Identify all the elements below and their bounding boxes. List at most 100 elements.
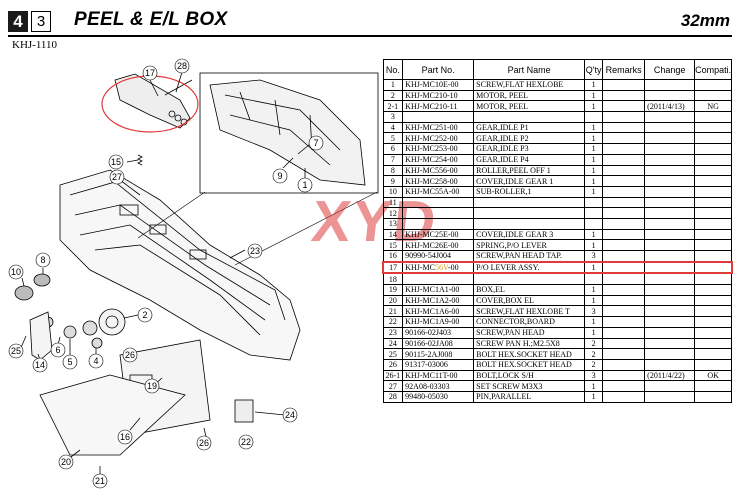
table-cell-remarks: [602, 175, 646, 187]
table-cell-change: [644, 272, 696, 286]
table-cell-compat: [694, 337, 733, 350]
table-cell-name: GEAR,IDLE P3: [473, 143, 586, 155]
table-cell-change: [644, 380, 696, 392]
table-cell-qty: 1: [584, 121, 604, 134]
callout-20: 20: [61, 457, 71, 467]
table-cell-qty: 2: [584, 348, 604, 360]
table-cell-change: [644, 111, 696, 123]
table-cell-change: (2011/4/13): [644, 100, 696, 113]
table-cell-name: [473, 111, 586, 123]
table-cell-compat: [694, 284, 733, 296]
col-header-part-no: Part No.: [402, 59, 475, 80]
callout-8: 8: [40, 255, 45, 265]
table-cell-qty: 1: [584, 228, 604, 241]
callout-5: 5: [67, 357, 72, 367]
table-cell-name: BOLT HEX.SOCKET HEAD: [473, 358, 586, 371]
table-row: 12: [382, 207, 733, 219]
table-cell-part-no: 99480-05030: [402, 390, 475, 403]
table-cell-part-no: [402, 207, 475, 219]
table-cell-name: SCREW,FLAT HEXLOBE: [473, 79, 586, 91]
table-cell-compat: [694, 305, 733, 318]
table-cell-name: SCREW,PAN HEAD: [473, 326, 586, 339]
table-cell-compat: [694, 228, 733, 241]
table-cell-qty: 1: [584, 132, 604, 145]
table-cell-no: 21: [382, 305, 404, 318]
table-cell-part-no: KHJ-MC252-00: [402, 132, 475, 145]
table-cell-no: 5: [382, 132, 404, 145]
table-cell-qty: 1: [584, 294, 604, 307]
table-cell-name: [473, 272, 586, 286]
table-cell-name: BOLT,LOCK S/H: [473, 369, 586, 382]
table-cell-change: [644, 284, 696, 296]
table-cell-part-no: KHJ-MC1A9-00: [402, 316, 475, 328]
table-cell-change: [644, 294, 696, 307]
table-cell-compat: [694, 348, 733, 360]
page-title: PEEL & E/L BOX: [74, 9, 228, 30]
table-cell-remarks: [602, 337, 646, 350]
table-cell-qty: 1: [584, 284, 604, 296]
table-cell-compat: [694, 380, 733, 392]
table-cell-name: SCREW PAN H.;M2.5X8: [473, 337, 586, 350]
callout-17: 17: [145, 68, 155, 78]
col-header-qty: Q'ty: [584, 59, 604, 80]
callout-4: 4: [93, 356, 98, 366]
table-cell-remarks: [602, 164, 646, 177]
table-cell-no: 13: [382, 217, 404, 230]
table-cell-compat: [694, 294, 733, 307]
table-cell-remarks: [602, 217, 646, 230]
table-cell-no: 14: [382, 228, 404, 241]
table-cell-name: SET SCREW M3X3: [473, 380, 586, 392]
table-cell-change: [644, 185, 696, 198]
table-cell-change: [644, 326, 696, 339]
table-cell-no: 7: [382, 153, 404, 166]
table-cell-name: SPRING,P/O LEVER: [473, 239, 586, 251]
callout-28: 28: [177, 61, 187, 71]
table-cell-no: 3: [382, 111, 404, 123]
exploded-parts-diagram: 17 28 15 27 8 10 2 6 5 4 14 25 26 23 19 …: [8, 58, 379, 489]
table-cell-no: 1: [382, 79, 404, 91]
table-cell-change: [644, 196, 696, 209]
callout-7: 7: [313, 138, 318, 148]
table-cell-remarks: [602, 153, 646, 166]
callout-19: 19: [147, 381, 157, 391]
table-cell-change: [644, 239, 696, 251]
table-cell-compat: [694, 175, 733, 187]
table-cell-no: 25: [382, 348, 404, 360]
table-cell-name: COVER,IDLE GEAR 3: [473, 228, 586, 241]
table-cell-part-no: KHJ-MC254-00: [402, 153, 475, 166]
table-cell-part-no: KHJ-MC26E-00: [402, 239, 475, 251]
table-cell-name: [473, 207, 586, 219]
table-cell-no: 26-1: [382, 369, 404, 382]
table-cell-qty: 3: [584, 369, 604, 382]
table-cell-change: [644, 132, 696, 145]
table-header-row: No. Part No. Part Name Q'ty Remarks Chan…: [382, 59, 733, 80]
table-cell-part-no: KHJ-MC11T-00: [402, 369, 475, 382]
table-cell-part-no: 90166-02JA08: [402, 337, 475, 350]
table-cell-qty: 1: [584, 326, 604, 339]
callout-26b: 26: [199, 438, 209, 448]
table-cell-qty: 1: [584, 316, 604, 328]
table-cell-no: 17: [382, 260, 404, 275]
table-row: 11: [382, 196, 733, 209]
table-cell-name: GEAR,IDLE P2: [473, 132, 586, 145]
table-cell-compat: [694, 111, 733, 123]
callout-9: 9: [277, 171, 282, 181]
table-cell-no: 9: [382, 175, 404, 187]
table-cell-change: [644, 89, 696, 102]
table-cell-name: BOX,EL: [473, 284, 586, 296]
table-cell-qty: 1: [584, 153, 604, 166]
table-cell-qty: 1: [584, 239, 604, 251]
table-cell-part-no: KHJ-MC251-00: [402, 121, 475, 134]
table-cell-change: [644, 260, 696, 275]
table-cell-change: [644, 390, 696, 403]
table-cell-part-no: KHJ-MC258-00: [402, 175, 475, 187]
table-cell-change: (2011/4/22): [644, 369, 696, 382]
